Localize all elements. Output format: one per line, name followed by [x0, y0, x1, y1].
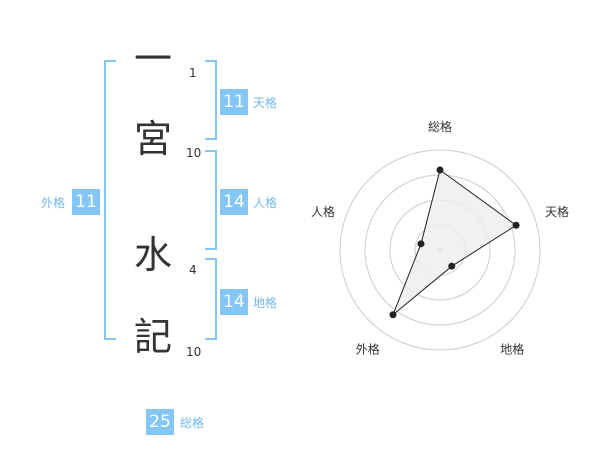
radar-point — [417, 240, 425, 248]
gaikaku-bracket — [104, 60, 116, 340]
stroke-count-4: 10 — [186, 345, 202, 359]
radar-axis-label: 人格 — [311, 204, 335, 219]
radar-point — [389, 311, 397, 319]
kanji-2: 宮 — [133, 117, 172, 161]
tenkaku-label: 天格 — [253, 96, 278, 110]
gaikaku-value-badge: 11 — [72, 189, 100, 215]
kanji-4: 記 — [133, 315, 172, 359]
kanji-1: 一 — [133, 37, 172, 81]
stroke-count-3: 4 — [189, 263, 197, 277]
radar-axis-label: 総格 — [428, 119, 452, 134]
chikaku-bracket — [205, 258, 217, 340]
chikaku-label: 地格 — [253, 296, 278, 310]
gaikaku-label: 外格 — [41, 196, 66, 210]
stroke-count-1: 1 — [189, 66, 197, 80]
radar-point — [436, 166, 444, 174]
radar-point — [448, 262, 456, 270]
radar-ring — [339, 149, 541, 351]
kanji-3: 水 — [133, 233, 172, 277]
chikaku-value-badge: 14 — [220, 289, 248, 315]
jinkaku-bracket — [205, 150, 217, 250]
tenkaku-value-badge: 11 — [220, 89, 248, 115]
radar-area — [392, 169, 517, 316]
radar-axis-label: 外格 — [356, 342, 380, 357]
radar-axis-label: 天格 — [545, 204, 569, 219]
stroke-count-2: 10 — [186, 146, 202, 160]
tenkaku-bracket — [205, 60, 217, 140]
soukaku-label: 総格 — [180, 416, 205, 430]
radar-axis-label: 地格 — [500, 342, 524, 357]
jinkaku-value-badge: 14 — [220, 189, 248, 215]
jinkaku-label: 人格 — [253, 196, 278, 210]
radar-point — [512, 221, 520, 229]
soukaku-value-badge: 25 — [146, 409, 174, 435]
